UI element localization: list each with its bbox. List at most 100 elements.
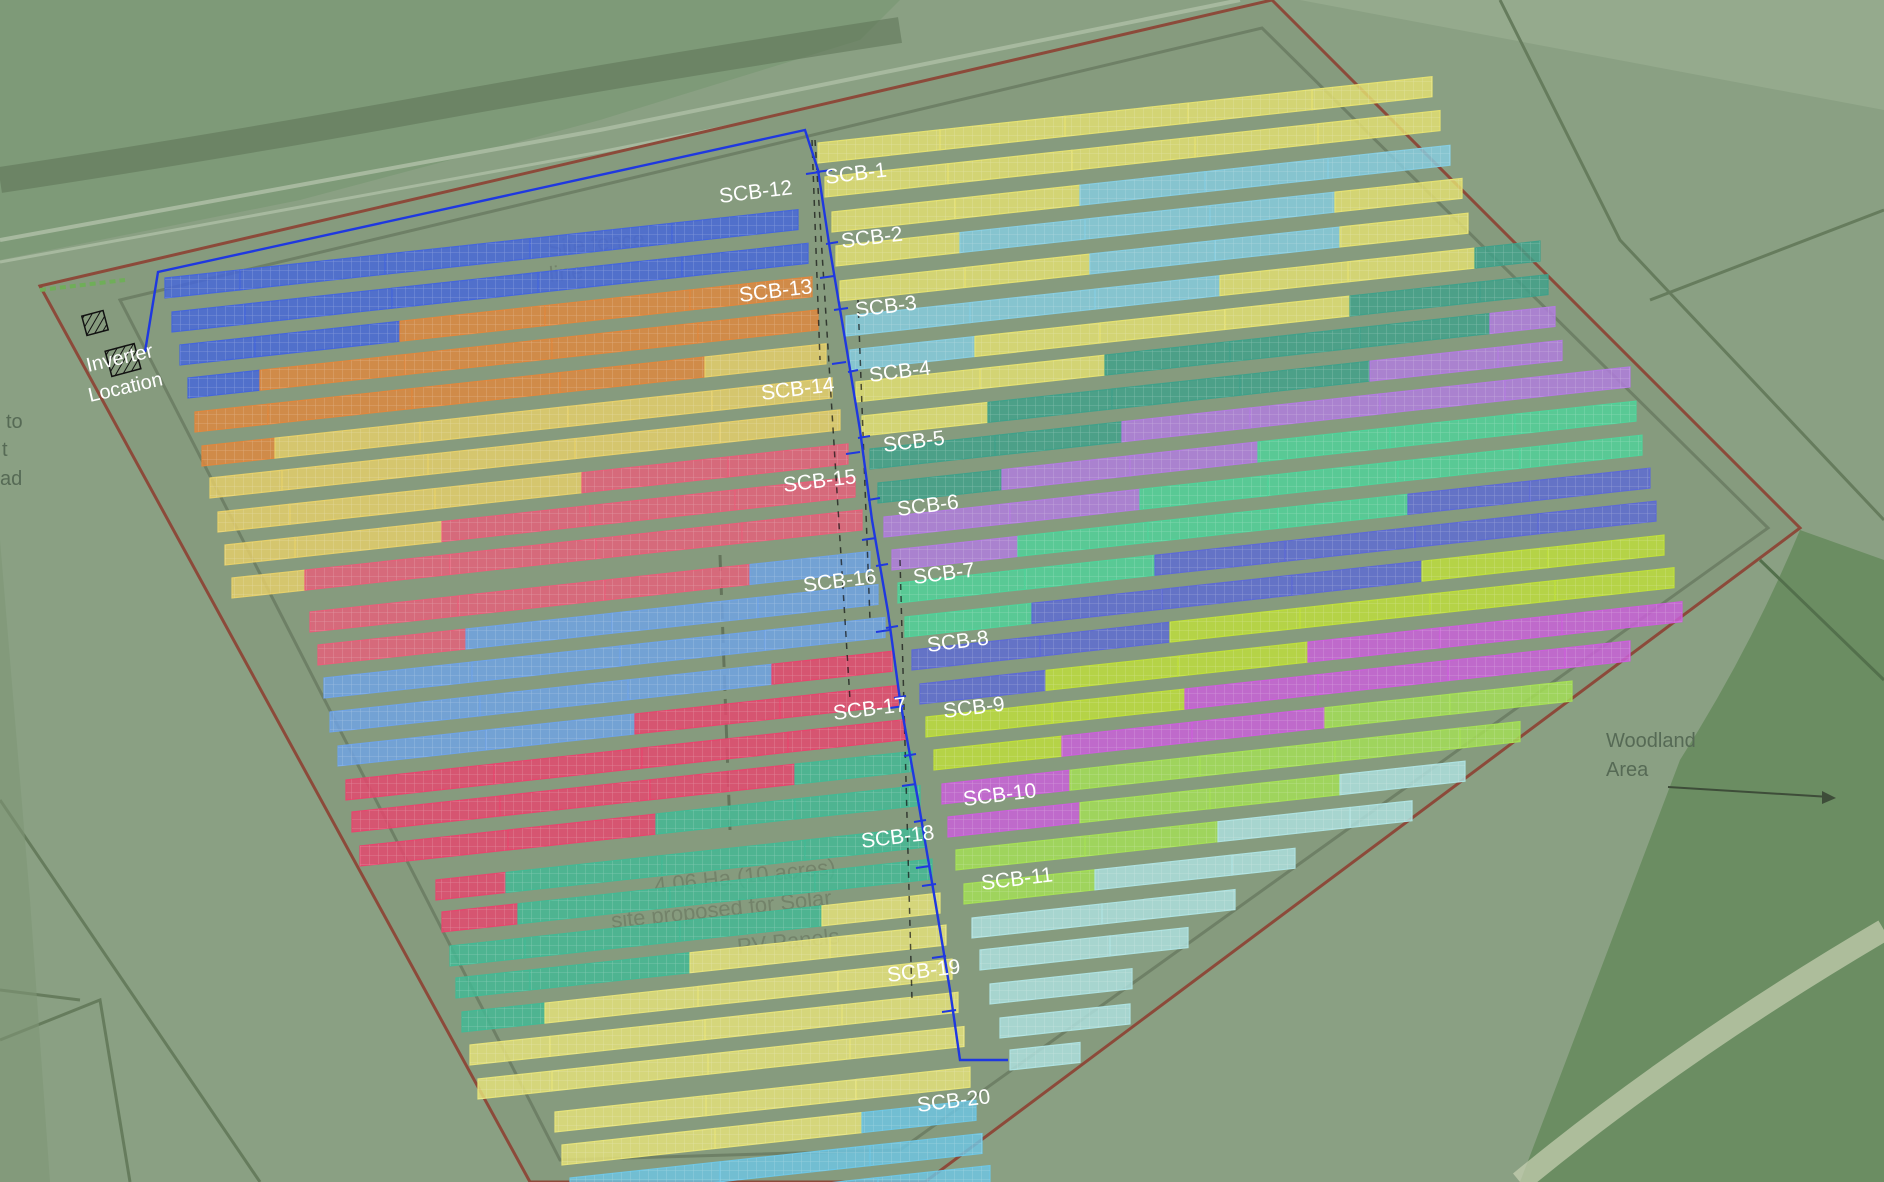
- panel-cell-grid: [545, 289, 690, 326]
- panel-cell-grid: [232, 570, 305, 598]
- panel-cell-grid: [1072, 137, 1195, 171]
- panel-cell-grid: [218, 504, 290, 532]
- panel-cell-grid: [1538, 501, 1656, 534]
- panel-cell-grid: [856, 368, 980, 402]
- panel-cell-grid: [765, 617, 885, 651]
- panel-cell-grid: [466, 613, 612, 650]
- panel-cell-grid: [552, 1054, 708, 1092]
- panel-cell-grid: [715, 1112, 862, 1149]
- panel-cell-grid: [255, 321, 400, 357]
- panel-cell-grid: [1430, 580, 1555, 615]
- panel-cell-grid: [1210, 192, 1335, 226]
- panel-cell-grid: [840, 267, 965, 301]
- panel-cell-grid: [1090, 240, 1215, 274]
- panel-cell-grid: [1422, 547, 1548, 582]
- main-cable-trunk: [143, 128, 1008, 1062]
- panel-cell-grid: [210, 470, 282, 498]
- panel-cell-grid: [530, 223, 672, 259]
- panel-cell-grid: [934, 736, 1062, 770]
- panel-cell-grid: [870, 1133, 982, 1166]
- panel-cell-grid: [680, 905, 822, 942]
- edge-road-label: to t ad: [0, 411, 23, 490]
- panel-cell-grid: [870, 435, 995, 469]
- panel-cell-grid: [525, 921, 680, 958]
- panel-cell-grid: [560, 356, 705, 393]
- panel-cell-grid: [605, 564, 750, 601]
- panel-cell-grid: [830, 925, 946, 958]
- panel-cell-grid: [832, 198, 955, 232]
- panel-cell-grid: [750, 551, 870, 585]
- panel-cell-grid: [1370, 347, 1498, 382]
- hedge-line: [39, 278, 126, 292]
- panel-cell-grid: [972, 903, 1102, 938]
- panel-cell-grid: [324, 662, 472, 698]
- panel-cell-grid: [862, 1100, 976, 1133]
- panel-cell-grid: [1360, 313, 1490, 348]
- string-dash-line: [899, 559, 913, 1001]
- cable-branch: [921, 883, 937, 887]
- inverter-pad-icon: [80, 309, 110, 337]
- panel-cell-grid: [1046, 656, 1178, 691]
- panel-cell-grid: [970, 289, 1095, 323]
- panel-cell-grid: [837, 1177, 878, 1182]
- panel-cell-grid: [838, 959, 952, 992]
- cable-branch: [875, 563, 889, 567]
- panel-cell-grid: [562, 1128, 715, 1165]
- panel-cell-grid: [912, 636, 1040, 670]
- panel-cell-grid: [590, 489, 735, 526]
- panel-cell-grid: [772, 651, 892, 685]
- panel-cell-grid: [456, 970, 530, 998]
- panel-cell-grid: [338, 730, 486, 766]
- panel-cell-grid: [1390, 414, 1515, 448]
- panel-cell-grid: [1398, 448, 1520, 482]
- cable-branch: [901, 783, 917, 787]
- panel-cell-grid: [500, 779, 650, 817]
- panel-cell-grid: [706, 1079, 856, 1116]
- panel-cell-grid: [1010, 489, 1140, 524]
- panel-cell-grid: [1515, 401, 1636, 435]
- panel-cell-grid: [995, 421, 1122, 456]
- panel-cell-grid: [1308, 627, 1440, 663]
- panel-cell-grid: [628, 664, 772, 700]
- panel-cell-grid: [458, 580, 605, 617]
- panel-cell-grid: [360, 830, 508, 866]
- panel-cell-grid: [1328, 145, 1450, 179]
- panel-cell-grid: [956, 836, 1085, 870]
- panel-cell-grid: [1520, 435, 1642, 469]
- panel-cell-grid: [1340, 761, 1465, 795]
- panel-cell-grid: [862, 402, 988, 436]
- panel-cell-grid: [708, 1038, 850, 1075]
- panel-cell-grid: [225, 537, 295, 565]
- dc-cable-network: [143, 128, 1008, 1062]
- panel-cell-grid: [1100, 309, 1225, 343]
- panel-cell-grid: [1318, 660, 1448, 695]
- panel-cell-grid: [698, 971, 838, 1007]
- panel-cell-grid: [690, 276, 812, 310]
- panel-cell-grid: [346, 764, 494, 800]
- cable-branch: [915, 865, 931, 869]
- panel-cell-grid: [1025, 555, 1155, 590]
- panel-cell-grid: [878, 1165, 990, 1182]
- panel-cell-grid: [1230, 327, 1360, 362]
- panel-cell-grid: [965, 254, 1090, 288]
- panel-cell-grid: [1325, 694, 1450, 728]
- panel-cell-grid: [1460, 721, 1520, 749]
- panel-cell-grid: [240, 254, 385, 290]
- panel-cell-grid: [260, 354, 405, 391]
- svg-text:t: t: [2, 439, 8, 461]
- cable-branch: [857, 435, 871, 439]
- panel-cell-grid: [612, 597, 758, 634]
- panel-cell-grid: [318, 629, 466, 665]
- panel-cell-grid: [450, 538, 596, 575]
- panel-cell-grid: [480, 679, 628, 716]
- panel-cell-grid: [1300, 594, 1430, 629]
- panel-cell-grid: [1170, 608, 1300, 643]
- panel-cell-grid: [508, 814, 656, 851]
- panel-cell-grid: [530, 952, 690, 991]
- panel-cell-grid: [245, 288, 392, 325]
- panel-cell-grid: [462, 1003, 545, 1032]
- cable-branch: [875, 629, 891, 633]
- panel-cell-grid: [305, 554, 450, 591]
- panel-cell-grid: [1292, 561, 1422, 596]
- pv-panel-array: [164, 76, 1683, 1182]
